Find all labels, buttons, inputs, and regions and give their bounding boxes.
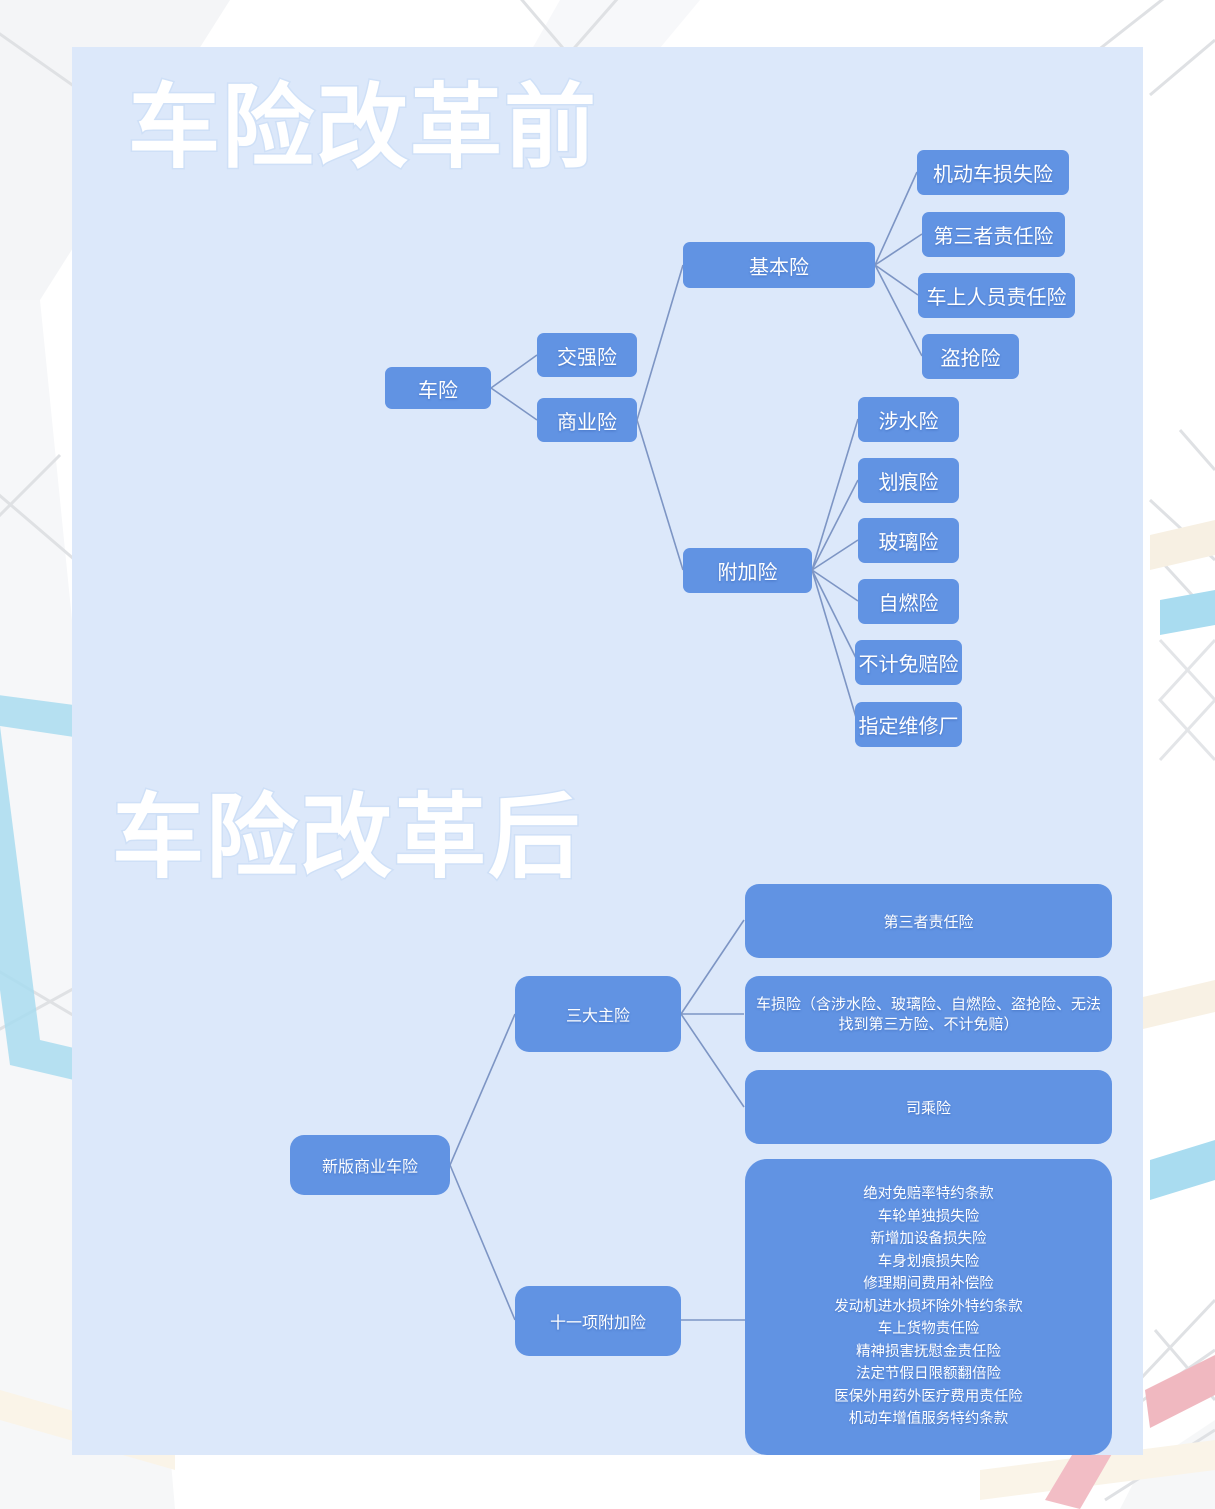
- node-no-deductible-insurance[interactable]: 不计免赔险: [855, 640, 962, 685]
- node-label: 玻璃险: [878, 530, 939, 554]
- node-label: 新版商业车险: [321, 1157, 418, 1176]
- node-vehicle-damage-insurance[interactable]: 机动车损失险: [917, 150, 1069, 195]
- node-label: 基本险: [749, 254, 809, 279]
- list-item: 车上货物责任险: [877, 1321, 980, 1338]
- node-label: 商业险: [557, 409, 617, 434]
- node-vehicle-damage-insurance-new[interactable]: 车损险（含涉水险、玻璃险、自燃险、盗抢险、无法 找到第三方险、不计免赔）: [745, 976, 1112, 1052]
- node-car-insurance[interactable]: 车险: [385, 367, 491, 409]
- node-label: 指定维修厂: [858, 714, 959, 738]
- list-item: 车轮单独损失险: [877, 1208, 980, 1225]
- node-commercial-insurance[interactable]: 商业险: [537, 398, 637, 442]
- node-label: 划痕险: [878, 470, 939, 494]
- node-basic-insurance[interactable]: 基本险: [683, 242, 875, 288]
- list-item: 法定节假日限额翻倍险: [856, 1366, 1001, 1383]
- node-scratch-insurance[interactable]: 划痕险: [858, 458, 959, 503]
- node-label: 车险: [418, 377, 458, 402]
- list-item: 机动车增值服务特约条款: [848, 1411, 1009, 1428]
- node-label: 机动车损失险: [933, 162, 1053, 186]
- node-theft-insurance[interactable]: 盗抢险: [922, 334, 1019, 379]
- node-label: 十一项附加险: [549, 1313, 646, 1332]
- node-label-line1: 车损险（含涉水险、玻璃险、自燃险、盗抢险、无法: [755, 994, 1101, 1013]
- node-designated-repair-shop[interactable]: 指定维修厂: [855, 702, 962, 747]
- node-spontaneous-combustion-insurance[interactable]: 自燃险: [858, 579, 959, 624]
- node-label: 涉水险: [878, 409, 939, 433]
- node-compulsory-insurance[interactable]: 交强险: [537, 333, 637, 377]
- node-label: 自燃险: [878, 591, 939, 615]
- node-label: 交强险: [557, 344, 617, 369]
- node-label: 三大主险: [565, 1006, 630, 1025]
- list-item: 精神损害抚慰金责任险: [856, 1343, 1001, 1360]
- node-label: 盗抢险: [940, 346, 1001, 370]
- node-new-commercial-auto-insurance[interactable]: 新版商业车险: [290, 1135, 450, 1195]
- node-label: 司乘险: [905, 1098, 951, 1117]
- node-label: 附加险: [717, 560, 778, 584]
- section-heading-after: 车险改革后: [110, 784, 583, 891]
- list-item: 车身划痕损失险: [877, 1253, 980, 1270]
- list-item: 绝对免赔率特约条款: [863, 1186, 994, 1203]
- node-label: 不计免赔险: [858, 652, 959, 676]
- node-onboard-personnel-liability-insurance[interactable]: 车上人员责任险: [918, 273, 1075, 318]
- node-third-party-liability-insurance[interactable]: 第三者责任险: [922, 212, 1065, 257]
- node-label: 第三者责任险: [933, 224, 1054, 248]
- node-label-line2: 找到第三方险、不计免赔）: [838, 1015, 1019, 1033]
- node-label: 第三者责任险: [883, 912, 974, 931]
- list-item: 修理期间费用补偿险: [863, 1276, 994, 1293]
- node-label: 车上人员责任险: [926, 285, 1067, 309]
- node-additional-insurance[interactable]: 附加险: [683, 548, 812, 593]
- node-three-main-insurances[interactable]: 三大主险: [515, 976, 681, 1052]
- node-glass-insurance[interactable]: 玻璃险: [858, 518, 959, 563]
- list-item: 发动机进水损坏除外特约条款: [834, 1298, 1023, 1315]
- node-third-party-liability-insurance-new[interactable]: 第三者责任险: [745, 884, 1112, 958]
- addon-insurance-list[interactable]: 绝对免赔率特约条款 车轮单独损失险 新增加设备损失险 车身划痕损失险 修理期间费…: [745, 1159, 1112, 1455]
- node-driver-passenger-insurance[interactable]: 司乘险: [745, 1070, 1112, 1144]
- list-item: 新增加设备损失险: [870, 1231, 987, 1248]
- section-heading-before: 车险改革前: [126, 74, 599, 181]
- node-wading-insurance[interactable]: 涉水险: [858, 397, 959, 442]
- list-item: 医保外用药外医疗费用责任险: [834, 1388, 1023, 1405]
- node-eleven-addons[interactable]: 十一项附加险: [515, 1286, 681, 1356]
